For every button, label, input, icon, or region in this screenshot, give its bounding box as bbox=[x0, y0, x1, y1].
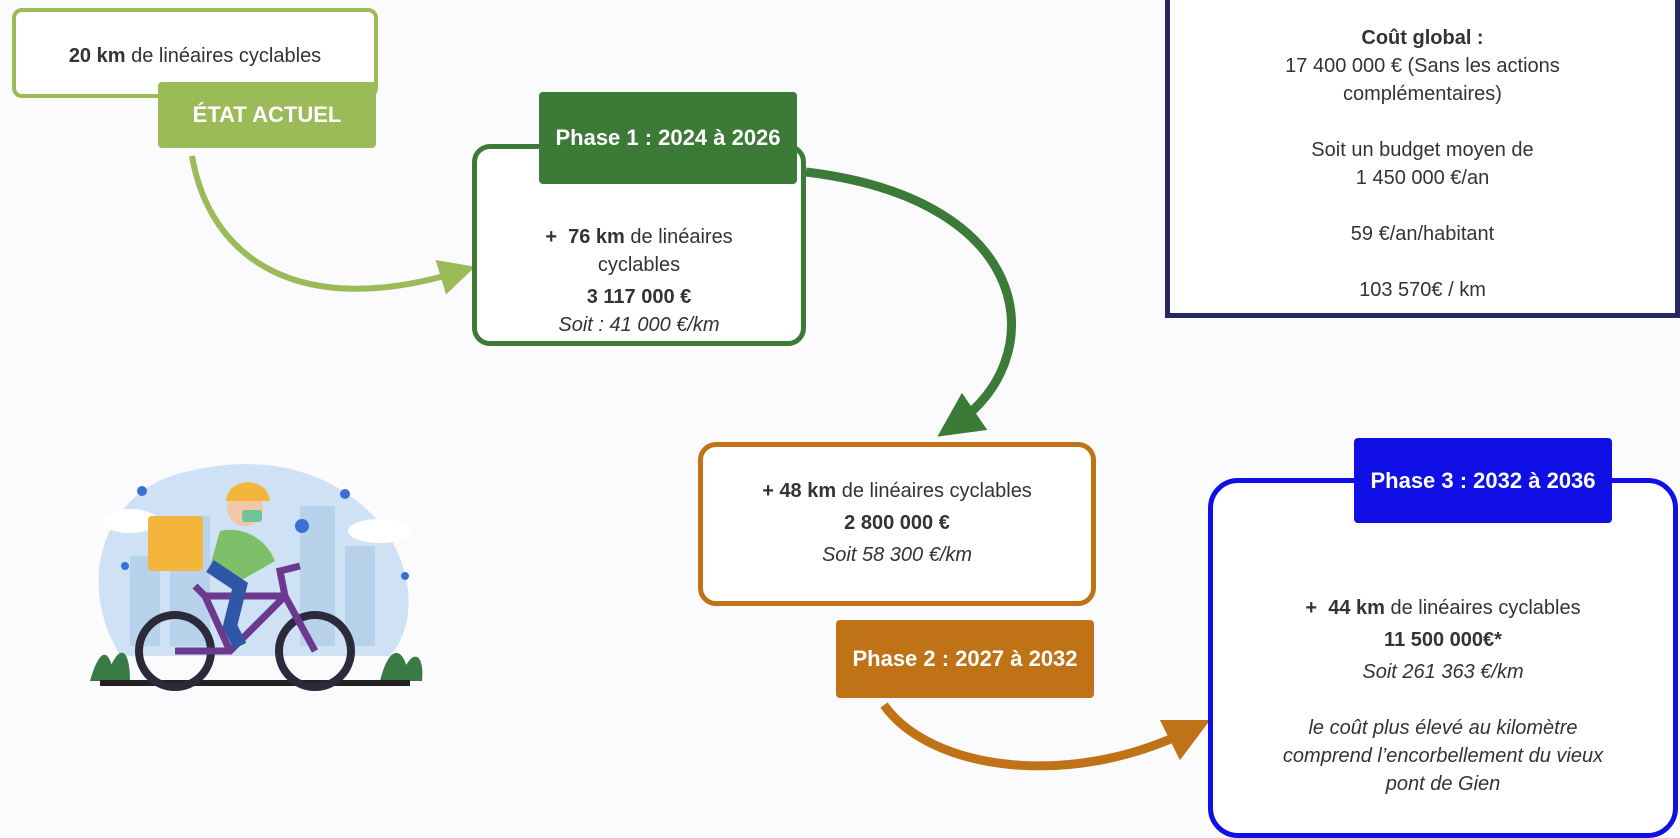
phase2-km: 48 km bbox=[779, 480, 837, 502]
phase3-prefix: + bbox=[1305, 597, 1318, 619]
phase3-km: 44 km bbox=[1328, 597, 1385, 619]
phase3-note-line2: comprend l’encorbellement du vieux bbox=[1282, 745, 1604, 767]
phase2-box: + 48 km de linéaires cyclables 2 800 000… bbox=[698, 442, 1096, 606]
summary-per-inhabitant: 59 €/an/habitant bbox=[1350, 223, 1495, 245]
arrow-phase1-to-phase2 bbox=[805, 167, 1016, 437]
current-state-tag: ÉTAT ACTUEL bbox=[158, 82, 376, 148]
phase3-km-text: de linéaires cyclables bbox=[1384, 597, 1581, 619]
phase1-km-text-line1: de linéaires bbox=[624, 226, 733, 248]
phase1-per-km: Soit : 41 000 €/km bbox=[558, 314, 720, 336]
summary-budget-line1: Soit un budget moyen de bbox=[1311, 139, 1534, 161]
arrow-phase2-to-phase3 bbox=[880, 702, 1211, 771]
phase2-cost: 2 800 000 € bbox=[844, 512, 950, 534]
summary-content: Coût global : 17 400 000 € (Sans les act… bbox=[1170, 24, 1675, 304]
phase1-content: + 76 km de linéaires cyclables 3 117 000… bbox=[477, 223, 801, 339]
phase1-prefix: + bbox=[545, 226, 557, 248]
phase2-tag: Phase 2 : 2027 à 2032 bbox=[836, 620, 1094, 698]
phase2-prefix: + bbox=[762, 480, 774, 502]
phase2-per-km: Soit 58 300 €/km bbox=[821, 544, 973, 566]
phase3-content: + 44 km de linéaires cyclables 11 500 00… bbox=[1213, 594, 1673, 798]
arrow-state-to-phase1 bbox=[189, 155, 476, 295]
summary-total-line1: 17 400 000 € (Sans les actions bbox=[1285, 55, 1560, 77]
phase2-km-text: de linéaires cyclables bbox=[836, 480, 1032, 502]
phase3-cost: 11 500 000€* bbox=[1384, 629, 1502, 651]
summary-total-line2: complémentaires) bbox=[1343, 83, 1502, 105]
phase2-content: + 48 km de linéaires cyclables 2 800 000… bbox=[703, 477, 1091, 569]
phase1-tag: Phase 1 : 2024 à 2026 bbox=[539, 92, 797, 184]
current-state-km-text: de linéaires cyclables bbox=[125, 45, 322, 67]
phase1-km-text-line2: cyclables bbox=[597, 254, 681, 276]
phase3-box: + 44 km de linéaires cyclables 11 500 00… bbox=[1208, 478, 1678, 838]
phase3-per-km: Soit 261 363 €/km bbox=[1362, 661, 1524, 683]
phase1-km: 76 km bbox=[568, 226, 625, 248]
phase3-note-line3: pont de Gien bbox=[1385, 773, 1501, 795]
current-state-text: 20 km de linéaires cyclables bbox=[16, 42, 374, 70]
summary-per-km: 103 570€ / km bbox=[1359, 279, 1486, 301]
phase1-cost: 3 117 000 € bbox=[586, 286, 692, 308]
phase3-note: le coût plus élevé au kilomètre comprend… bbox=[1213, 714, 1673, 798]
cyclist-delivery-icon bbox=[90, 464, 423, 691]
phase3-note-line1: le coût plus élevé au kilomètre bbox=[1308, 717, 1578, 739]
summary-budget-line2: 1 450 000 €/an bbox=[1355, 167, 1490, 189]
summary-box: Coût global : 17 400 000 € (Sans les act… bbox=[1165, 0, 1680, 318]
current-state-km: 20 km bbox=[68, 45, 126, 67]
summary-title: Coût global : bbox=[1361, 27, 1484, 49]
phase3-tag: Phase 3 : 2032 à 2036 bbox=[1354, 438, 1612, 523]
